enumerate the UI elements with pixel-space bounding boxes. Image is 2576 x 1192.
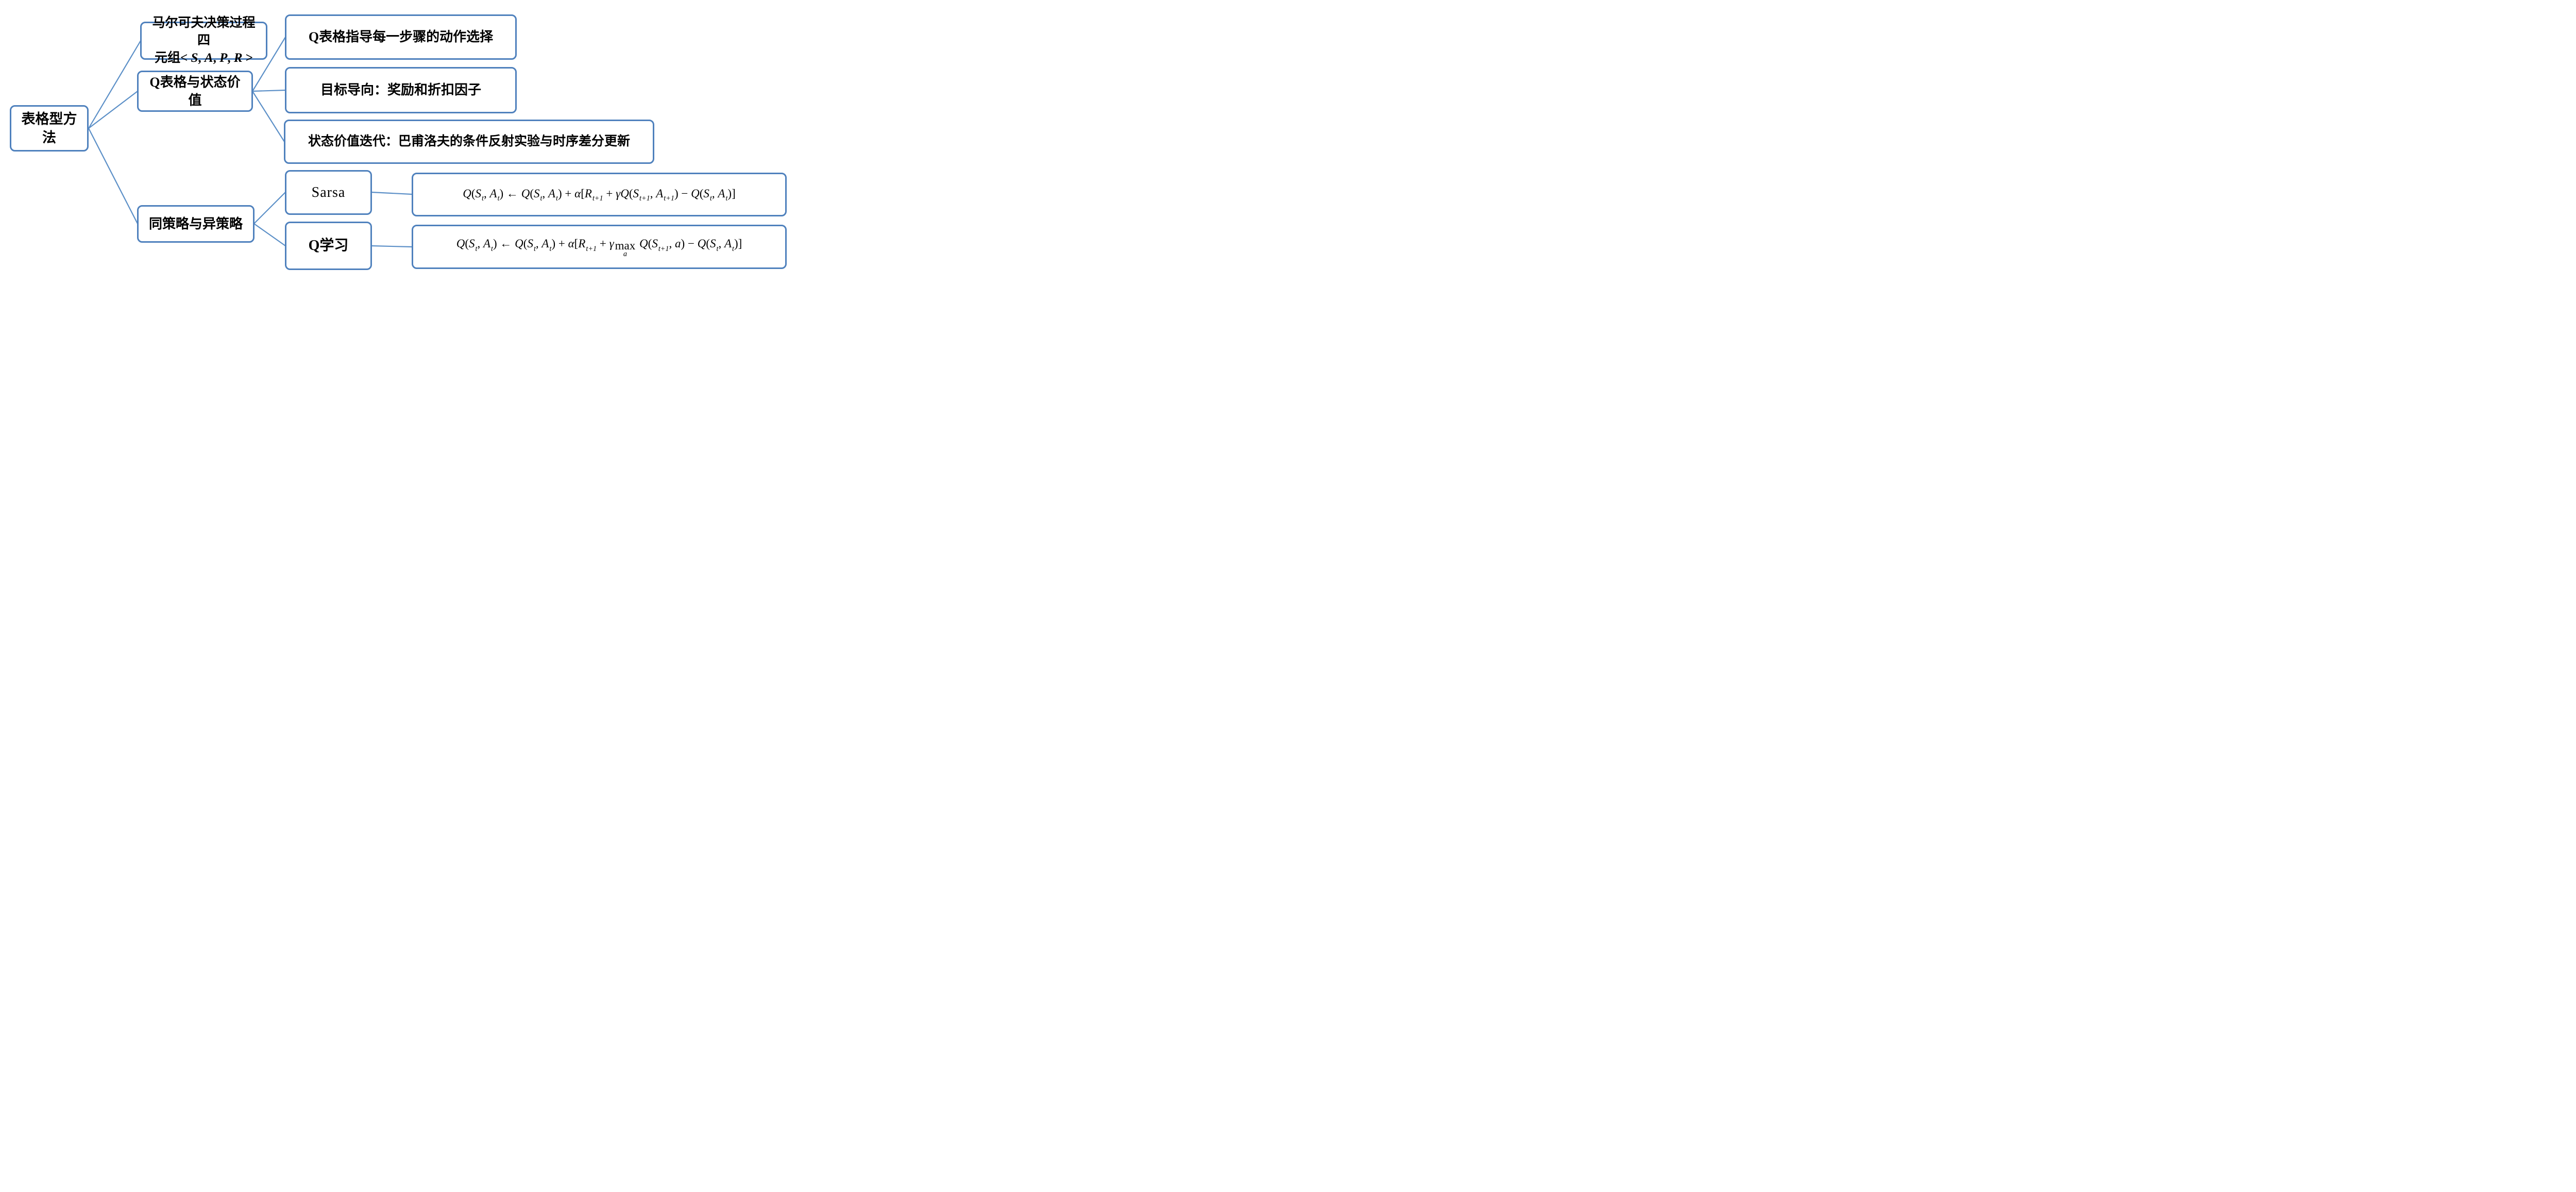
connector-policy-sarsa	[253, 192, 286, 224]
connector-qlearning-formula	[371, 245, 413, 248]
qguide-label: Q表格指导每一步骤的动作选择	[308, 29, 494, 45]
node-root: 表格型方法	[10, 105, 89, 152]
node-on-off-policy: 同策略与异策略	[137, 205, 255, 243]
sarsa-label: Sarsa	[311, 184, 346, 200]
connector-policy-qlearning	[253, 223, 286, 246]
root-label: 表格型方法	[21, 111, 77, 145]
sarsa-update-formula: Q(St, At) ← Q(St, At) + α[Rt+1 + γQ(St+1…	[463, 187, 736, 203]
node-qlearning: Q学习	[285, 222, 372, 270]
goal-label: 目标导向：奖励和折扣因子	[320, 82, 481, 98]
qtable-label: Q表格与状态价值	[149, 74, 241, 108]
policy-label: 同策略与异策略	[148, 216, 243, 231]
connector-layer	[88, 37, 413, 248]
qlearning-label: Q学习	[308, 238, 349, 254]
mdp-tuple-line: 元组< S, A, P, R >	[154, 51, 253, 65]
connector-root-mdp	[88, 40, 141, 129]
mdp-line1: 马尔可夫决策过程四	[152, 16, 256, 48]
connector-qtable-goal	[252, 89, 286, 92]
connector-qtable-valueiter	[252, 91, 285, 142]
valueiter-label: 状态价值迭代：巴甫洛夫的条件反射实验与时序差分更新	[308, 135, 630, 149]
mindmap-canvas: 表格型方法 马尔可夫决策过程四 元组< S, A, P, R > Q表格与状态价…	[0, 0, 805, 298]
node-sarsa: Sarsa	[285, 170, 372, 215]
node-goal-oriented: 目标导向：奖励和折扣因子	[285, 67, 517, 113]
connector-qtable-qguide	[252, 37, 286, 92]
connector-sarsa-formula	[371, 191, 413, 195]
node-state-value-iteration: 状态价值迭代：巴甫洛夫的条件反射实验与时序差分更新	[284, 120, 654, 164]
connector-root-policy	[88, 128, 138, 224]
node-qtable-state-value: Q表格与状态价值	[137, 71, 253, 112]
node-qtable-guides-actions: Q表格指导每一步骤的动作选择	[285, 14, 517, 60]
node-sarsa-update-formula: Q(St, At) ← Q(St, At) + α[Rt+1 + γQ(St+1…	[412, 173, 787, 216]
connector-root-qtable	[88, 91, 138, 129]
node-mdp-tuple: 马尔可夫决策过程四 元组< S, A, P, R >	[140, 16, 267, 65]
